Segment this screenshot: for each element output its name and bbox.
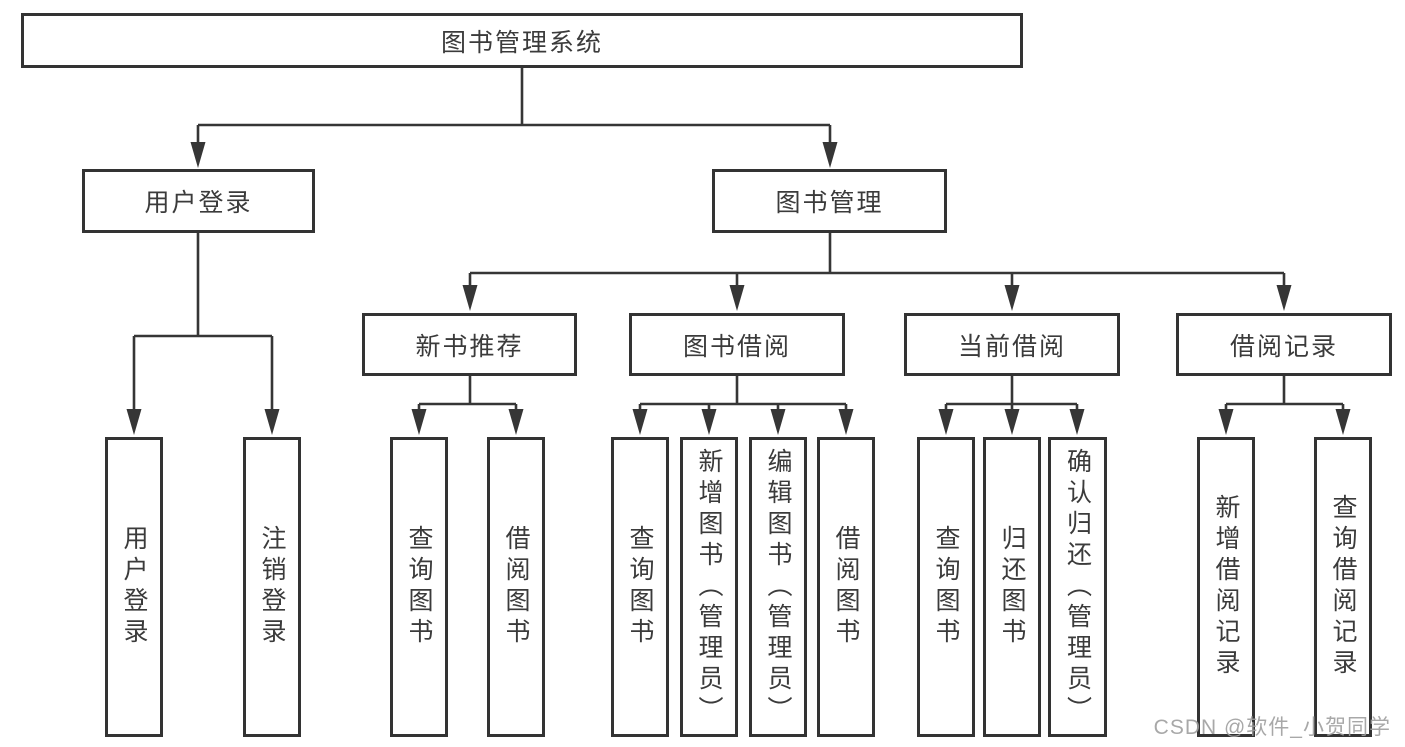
connector-user-login-to-leaves xyxy=(126,233,280,435)
leaf-logout: 注销登录 xyxy=(243,437,301,737)
node-book-management: 图书管理 xyxy=(712,169,947,233)
leaf-add-books-admin: 新增图书（管理员） xyxy=(680,437,738,737)
leaf-recommend-query-books: 查询图书 xyxy=(390,437,448,737)
leaf-return-books: 归还图书 xyxy=(983,437,1041,737)
node-current-borrow: 当前借阅 xyxy=(904,313,1120,376)
connector-book-borrow-to-leaves xyxy=(632,376,854,435)
node-book-borrow: 图书借阅 xyxy=(629,313,845,376)
node-user-login: 用户登录 xyxy=(82,169,315,233)
leaf-user-login: 用户登录 xyxy=(105,437,163,737)
connector-book-management-to-level3 xyxy=(462,233,1292,311)
connector-current-borrow-to-leaves xyxy=(938,376,1085,435)
leaf-query-borrow-record: 查询借阅记录 xyxy=(1314,437,1372,737)
leaf-current-query-books: 查询图书 xyxy=(917,437,975,737)
node-new-book-recommend: 新书推荐 xyxy=(362,313,577,376)
connector-borrow-records-to-leaves xyxy=(1218,376,1351,435)
node-root-system: 图书管理系统 xyxy=(21,13,1023,68)
connector-new-book-recommend-to-leaves xyxy=(411,376,524,435)
node-borrow-records: 借阅记录 xyxy=(1176,313,1392,376)
leaf-borrow-books: 借阅图书 xyxy=(817,437,875,737)
connector-root-to-level2 xyxy=(190,68,838,168)
leaf-add-borrow-record: 新增借阅记录 xyxy=(1197,437,1255,737)
csdn-watermark: CSDN @软件_小贺同学 xyxy=(1153,716,1391,739)
leaf-borrow-query-books: 查询图书 xyxy=(611,437,669,737)
leaf-edit-books-admin: 编辑图书（管理员） xyxy=(749,437,807,737)
leaf-recommend-borrow-books: 借阅图书 xyxy=(487,437,545,737)
leaf-confirm-return-admin: 确认归还（管理员） xyxy=(1048,437,1107,737)
